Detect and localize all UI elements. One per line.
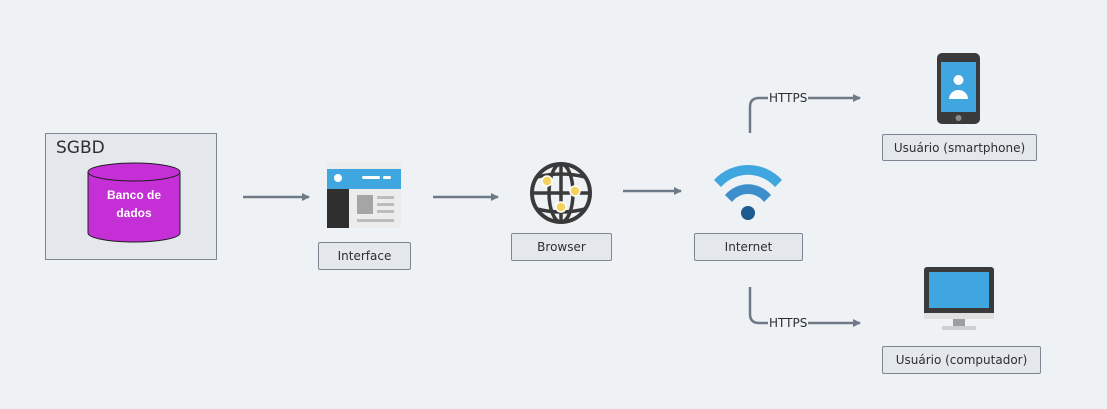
database-label-line2: dados: [116, 206, 152, 220]
https-label-top: HTTPS: [768, 91, 809, 105]
monitor-icon: [924, 267, 994, 330]
https-label-bottom: HTTPS: [768, 316, 809, 330]
internet-label: Internet: [694, 233, 803, 261]
globe-icon: [530, 162, 592, 224]
sgbd-title: SGBD: [56, 138, 105, 158]
database-label: Banco de dados: [86, 186, 182, 222]
smartphone-icon: [937, 53, 980, 124]
browser-label: Browser: [511, 233, 612, 261]
computer-user-label: Usuário (computador): [882, 346, 1041, 374]
arrow-internet-to-smartphone: [748, 94, 861, 133]
database-label-line1: Banco de: [106, 188, 161, 202]
web-interface-icon: [327, 162, 401, 228]
smartphone-user-label: Usuário (smartphone): [882, 134, 1037, 161]
arrow-internet-to-computer: [748, 287, 861, 327]
wifi-icon: [714, 164, 782, 220]
database-icon: [87, 162, 181, 243]
interface-label: Interface: [318, 242, 411, 270]
